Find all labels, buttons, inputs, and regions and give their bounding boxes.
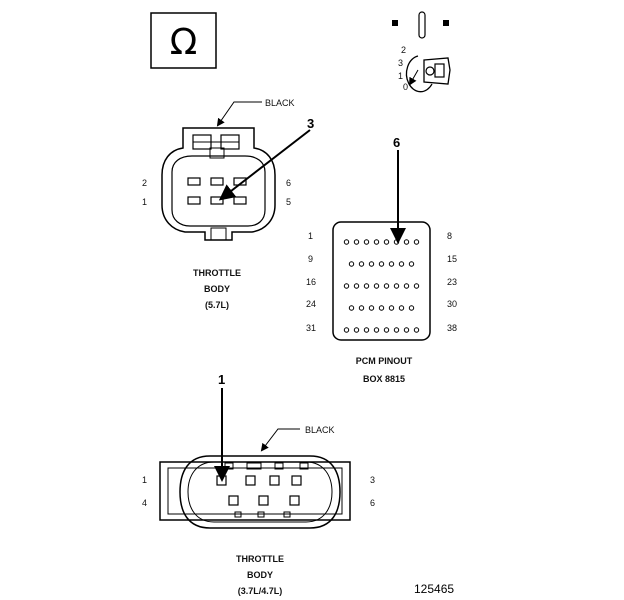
throttle-body-5-7-connector xyxy=(161,101,311,241)
pcm-pin-label-16: 16 xyxy=(306,277,316,287)
throttle-body-3-7-4-7-connector xyxy=(159,388,351,529)
pcm-pin-hole xyxy=(358,305,365,311)
pcm-pin-label-38: 38 xyxy=(447,323,457,333)
pin-socket xyxy=(233,196,247,205)
pcm-pin-hole xyxy=(378,305,385,311)
key-position-1: 1 xyxy=(398,71,403,81)
pcm-pin-hole xyxy=(383,239,390,245)
pcm-pin-hole xyxy=(343,239,350,245)
bottom-caption-line-1: THROTTLE xyxy=(236,554,284,564)
pcm-pin-hole xyxy=(373,283,380,289)
pin-socket xyxy=(258,495,269,506)
top-caption-line-3: (5.7L) xyxy=(205,300,229,310)
pcm-pin-label-31: 31 xyxy=(306,323,316,333)
pcm-pin-hole xyxy=(388,261,395,267)
pcm-pin-hole xyxy=(393,283,400,289)
pcm-pin-hole xyxy=(348,305,355,311)
pcm-pin-hole xyxy=(393,327,400,333)
pcm-pin-label-15: 15 xyxy=(447,254,457,264)
pcm-pin-hole xyxy=(388,305,395,311)
bottom-caption-line-3: (3.7L/4.7L) xyxy=(238,586,283,596)
pin-socket xyxy=(187,177,201,186)
pcm-pin-hole xyxy=(413,327,420,333)
pcm-pin-hole xyxy=(353,327,360,333)
key-position-2: 2 xyxy=(401,45,406,55)
pcm-pin-hole xyxy=(363,283,370,289)
bottom-wire-color-label: BLACK xyxy=(305,425,335,435)
pcm-pin-hole xyxy=(403,239,410,245)
pcm-pin-hole xyxy=(353,283,360,289)
top-callout-number: 3 xyxy=(307,116,314,131)
pcm-pin-hole xyxy=(398,261,405,267)
pcm-pin-hole xyxy=(383,283,390,289)
pcm-pin-label-23: 23 xyxy=(447,277,457,287)
bottom-pin-label-br: 6 xyxy=(370,498,375,508)
pcm-pin-hole xyxy=(413,283,420,289)
top-pin-label-tl: 2 xyxy=(142,178,147,188)
pin-socket xyxy=(187,196,201,205)
pcm-pin-hole xyxy=(353,239,360,245)
pin-socket xyxy=(289,495,300,506)
top-pin-label-br: 5 xyxy=(286,197,291,207)
pcm-pin-label-24: 24 xyxy=(306,299,316,309)
pcm-pin-hole xyxy=(368,261,375,267)
bottom-pin-label-tl: 1 xyxy=(142,475,147,485)
pcm-pin-hole xyxy=(413,239,420,245)
pcm-pin-hole xyxy=(348,261,355,267)
pcm-callout-number: 6 xyxy=(393,135,400,150)
pcm-pin-hole xyxy=(378,261,385,267)
top-wire-color-label: BLACK xyxy=(265,98,295,108)
pcm-pin-hole xyxy=(398,305,405,311)
pcm-pin-hole xyxy=(358,261,365,267)
bottom-pin-label-tr: 3 xyxy=(370,475,375,485)
pcm-pin-label-30: 30 xyxy=(447,299,457,309)
pcm-caption-line-1: PCM PINOUT xyxy=(356,356,413,366)
top-pin-label-tr: 6 xyxy=(286,178,291,188)
pcm-pin-label-1: 1 xyxy=(308,231,313,241)
pin-socket xyxy=(210,196,224,205)
pcm-pin-hole xyxy=(408,261,415,267)
bottom-callout-number: 1 xyxy=(218,372,225,387)
key-position-0: 0 xyxy=(403,82,408,92)
pcm-pin-hole xyxy=(383,327,390,333)
pcm-caption-line-2: BOX 8815 xyxy=(363,374,405,384)
pcm-connector xyxy=(332,150,431,341)
pcm-pin-hole xyxy=(393,239,400,245)
pin-socket xyxy=(210,177,224,186)
pcm-pin-label-9: 9 xyxy=(308,254,313,264)
ohm-symbol: Ω xyxy=(170,22,198,63)
pcm-pin-hole xyxy=(363,327,370,333)
pcm-pin-hole xyxy=(403,327,410,333)
bottom-caption-line-2: BODY xyxy=(247,570,273,580)
pin-socket xyxy=(228,495,239,506)
top-pin-label-bl: 1 xyxy=(142,197,147,207)
pin-socket xyxy=(245,475,256,486)
pcm-pin-hole xyxy=(373,239,380,245)
pcm-pin-hole xyxy=(373,327,380,333)
figure-number: 125465 xyxy=(414,582,454,596)
pcm-pin-hole xyxy=(408,305,415,311)
ohmmeter-icon: Ω xyxy=(150,12,217,69)
pcm-pin-hole xyxy=(343,327,350,333)
pin-socket xyxy=(269,475,280,486)
key-position-3: 3 xyxy=(398,58,403,68)
top-caption-line-2: BODY xyxy=(204,284,230,294)
pcm-pin-hole xyxy=(343,283,350,289)
pin-socket xyxy=(291,475,302,486)
pcm-pin-grid xyxy=(343,239,420,333)
top-caption-line-1: THROTTLE xyxy=(193,268,241,278)
pcm-pin-hole xyxy=(368,305,375,311)
pcm-pin-hole xyxy=(363,239,370,245)
ignition-key-icon: 2 3 1 0 xyxy=(392,11,451,93)
pcm-pin-label-8: 8 xyxy=(447,231,452,241)
bottom-pin-label-bl: 4 xyxy=(142,498,147,508)
pcm-pin-hole xyxy=(403,283,410,289)
